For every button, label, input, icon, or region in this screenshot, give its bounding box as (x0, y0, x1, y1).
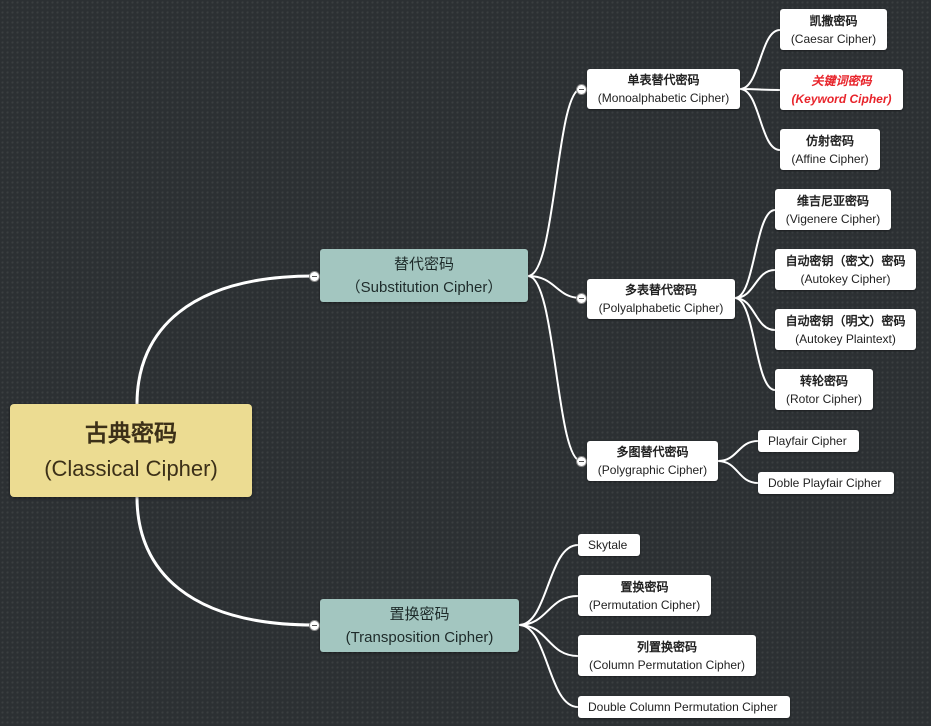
autokey-plain-title-en: (Autokey Plaintext) (795, 331, 896, 346)
node-skytale[interactable]: Skytale (578, 534, 640, 556)
link-substitution-polygraphic (527, 275, 582, 462)
node-double-column-permutation-cipher[interactable]: Double Column Permutation Cipher (578, 696, 790, 718)
root-title-cn: 古典密码 (85, 419, 177, 446)
link-poly-autokey-plain (734, 297, 776, 331)
caesar-title-en: (Caesar Cipher) (790, 31, 877, 46)
affine-title-cn: 仿射密码 (805, 133, 854, 148)
poly-title-en: (Polyalphabetic Cipher) (598, 301, 724, 315)
transposition-title-en: (Transposition Cipher) (345, 628, 494, 646)
collapse-toggle-transposition[interactable] (309, 620, 320, 631)
autokey-plain-title-cn: 自动密钥（明文）密码 (785, 313, 906, 328)
node-monoalphabetic-cipher[interactable]: 单表替代密码 (Monoalphabetic Cipher) (587, 69, 740, 109)
skytale-title: Skytale (588, 538, 628, 552)
vigenere-title-cn: 维吉尼亚密码 (796, 193, 869, 208)
column-title-en: (Column Permutation Cipher) (588, 657, 746, 672)
link-transposition-permutation (518, 595, 579, 626)
node-autokey-cipher[interactable]: 自动密钥（密文）密码 (Autokey Cipher) (775, 249, 916, 290)
link-substitution-poly (527, 275, 582, 299)
node-keyword-cipher[interactable]: 关键词密码 (Keyword Cipher) (780, 69, 903, 110)
rotor-title-cn: 转轮密码 (799, 373, 848, 388)
link-root-substitution (135, 274, 316, 406)
node-doble-playfair-cipher[interactable]: Doble Playfair Cipher (758, 472, 894, 494)
link-mono-keyword (739, 88, 781, 91)
column-title-cn: 列置换密码 (636, 639, 697, 654)
node-playfair-cipher[interactable]: Playfair Cipher (758, 430, 859, 452)
affine-title-en: (Affine Cipher) (791, 151, 869, 166)
link-poly-vigenere (734, 209, 776, 299)
link-transposition-column (518, 624, 579, 657)
substitution-title-en: （Substitution Cipher） (345, 278, 503, 296)
polygraphic-title-cn: 多图替代密码 (616, 445, 689, 459)
node-affine-cipher[interactable]: 仿射密码 (Affine Cipher) (780, 129, 880, 170)
link-mono-affine (739, 88, 781, 151)
link-root-transposition (135, 495, 316, 627)
rotor-title-en: (Rotor Cipher) (785, 391, 863, 406)
root-node-classical-cipher[interactable]: 古典密码 (Classical Cipher) (10, 404, 252, 497)
collapse-toggle-mono[interactable] (576, 84, 587, 95)
link-poly-autokey (734, 269, 776, 299)
caesar-title-cn: 凯撒密码 (809, 13, 858, 28)
collapse-toggle-poly[interactable] (576, 293, 587, 304)
link-polygraphic-doble (717, 460, 759, 484)
substitution-title-cn: 替代密码 (393, 255, 454, 273)
node-vigenere-cipher[interactable]: 维吉尼亚密码 (Vigenere Cipher) (775, 189, 891, 230)
link-transposition-double (518, 624, 579, 708)
mono-title-en: (Monoalphabetic Cipher) (597, 91, 730, 105)
collapse-toggle-polygraphic[interactable] (576, 456, 587, 467)
autokey-title-en: (Autokey Cipher) (800, 271, 891, 286)
polygraphic-title-en: (Polygraphic Cipher) (597, 463, 708, 477)
autokey-title-cn: 自动密钥（密文）密码 (785, 253, 906, 268)
mono-title-cn: 单表替代密码 (627, 73, 700, 87)
vigenere-title-en: (Vigenere Cipher) (785, 211, 881, 226)
link-poly-rotor (734, 297, 776, 391)
permutation-title-en: (Permutation Cipher) (588, 597, 701, 612)
permutation-title-cn: 置换密码 (620, 579, 669, 594)
double-column-title: Double Column Permutation Cipher (588, 700, 778, 714)
link-mono-caesar (739, 29, 781, 90)
node-permutation-cipher[interactable]: 置换密码 (Permutation Cipher) (578, 575, 711, 616)
link-transposition-skytale (518, 544, 579, 626)
node-autokey-plaintext[interactable]: 自动密钥（明文）密码 (Autokey Plaintext) (775, 309, 916, 350)
node-rotor-cipher[interactable]: 转轮密码 (Rotor Cipher) (775, 369, 873, 410)
node-caesar-cipher[interactable]: 凯撒密码 (Caesar Cipher) (780, 9, 887, 50)
root-title-en: (Classical Cipher) (44, 455, 218, 481)
node-polygraphic-cipher[interactable]: 多图替代密码 (Polygraphic Cipher) (587, 441, 718, 481)
link-polygraphic-playfair (717, 440, 759, 462)
transposition-title-cn: 置换密码 (389, 605, 450, 623)
node-column-permutation-cipher[interactable]: 列置换密码 (Column Permutation Cipher) (578, 635, 756, 676)
poly-title-cn: 多表替代密码 (624, 283, 697, 297)
keyword-title-cn: 关键词密码 (811, 73, 872, 88)
doble-playfair-title: Doble Playfair Cipher (768, 476, 882, 490)
node-substitution-cipher[interactable]: 替代密码 （Substitution Cipher） (320, 249, 528, 302)
keyword-title-en: (Keyword Cipher) (791, 91, 892, 106)
link-substitution-mono (527, 88, 582, 277)
collapse-toggle-substitution[interactable] (309, 271, 320, 282)
node-transposition-cipher[interactable]: 置换密码 (Transposition Cipher) (320, 599, 519, 652)
playfair-title: Playfair Cipher (768, 434, 847, 448)
node-polyalphabetic-cipher[interactable]: 多表替代密码 (Polyalphabetic Cipher) (587, 279, 735, 319)
